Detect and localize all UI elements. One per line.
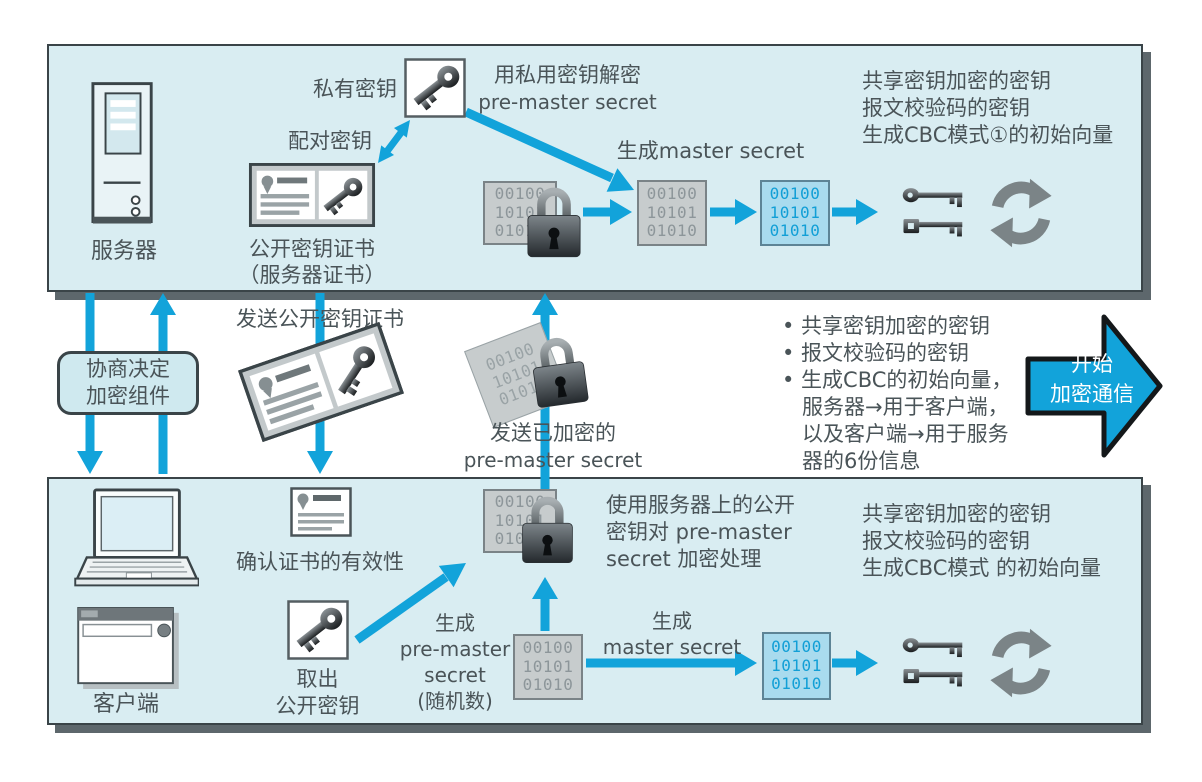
start-encrypted-comm-arrow [1025,314,1163,458]
browser-window-icon [76,607,180,689]
bullet-item: • 共享密钥加密的密钥 [782,314,991,338]
lock-icon-bottom [517,492,578,569]
extract-key-line2: 公开密钥 [275,694,360,718]
gen-line: secret [424,663,486,687]
certificate-label: 公开密钥证书 [249,237,375,261]
generate-premaster-label: 生成 pre-master secret (随机数) [382,610,528,714]
decrypt-note: 用私用密钥解密 pre-master secret [455,62,680,115]
note-line: 生成CBC模式①的初始向量 [862,123,1114,147]
bullet-continuation: 以及客户端→用于服务 [802,422,1009,446]
certificate-sublabel: （服务器证书） [238,263,386,287]
negotiate-line1: 协商决定 [86,357,170,381]
bullet-item: • 生成CBC的初始向量， [782,368,1013,392]
derived-keys-bullets: • 共享密钥加密的密钥 • 报文校验码的密钥 • 生成CBC的初始向量， 服务器… [782,313,1112,475]
gen-line: 生成 [435,611,475,635]
encrypt-with-server-key-note: 使用服务器上的公开 密钥对 pre-master secret 加密处理 [606,492,836,573]
gen-line: (随机数) [417,689,493,713]
gm-line: master secret [602,635,742,659]
refresh-icon-bottom [982,627,1060,699]
verify-certificate-label: 确认证书的有效性 [236,550,404,574]
lock-icon-middle [523,330,595,414]
decrypt-note-line2: pre-master secret [478,90,657,114]
public-key-icon [287,600,349,660]
note-line: 报文校验码的密钥 [862,529,1030,553]
paired-key-label: 配对密钥 [288,129,372,153]
bullet-item: • 报文校验码的密钥 [782,341,970,365]
gen-line: pre-master [399,637,511,661]
gm-line: 生成 [652,609,692,633]
enc-line: secret 加密处理 [606,547,762,571]
note-line: 共享密钥加密的密钥 [862,502,1051,526]
server-label: 服务器 [90,239,157,264]
send-premaster-label: 发送已加密的 pre-master secret [438,420,668,473]
note-line: 共享密钥加密的密钥 [862,69,1051,93]
server-tower-icon [90,80,158,232]
generate-master-secret-label-top: 生成master secret [616,139,805,163]
bullet-continuation: 服务器→用于客户端， [802,395,1009,419]
certificate-small-icon [290,487,352,537]
enc-line: 使用服务器上的公开 [606,493,795,517]
start-arrow-line1: 开始 [1071,352,1113,376]
key-pair-icon-bottom [902,631,966,695]
key-pair-icon-top [902,181,966,245]
bullet-continuation: 器的6份信息 [802,449,921,473]
extract-key-label: 取出 公开密钥 [230,666,405,720]
client-label: 客户端 [92,692,159,717]
note-line: 生成CBC模式 的初始向量 [862,556,1102,580]
laptop-icon [73,488,199,596]
send-premaster-line2: pre-master secret [463,448,643,472]
derived-keys-note-top: 共享密钥加密的密钥 报文校验码的密钥 生成CBC模式①的初始向量 [862,68,1154,149]
enc-line: 密钥对 pre-master [606,520,792,544]
generate-master-secret-label-bottom: 生成 master secret [598,608,746,660]
note-line: 报文校验码的密钥 [862,96,1030,120]
server-certificate-icon [248,163,376,227]
send-premaster-line1: 发送已加密的 [490,421,616,445]
refresh-icon-top [982,177,1060,249]
negotiate-line2: 加密组件 [86,384,170,408]
start-arrow-line2: 加密通信 [1050,382,1134,406]
extract-key-line1: 取出 [296,667,339,691]
negotiate-cipher-box: 协商决定 加密组件 [57,351,199,415]
lock-icon-top [522,183,586,263]
private-key-label: 私有密钥 [313,77,397,101]
sent-certificate-icon [238,322,405,443]
decrypt-note-line1: 用私用密钥解密 [494,63,641,87]
send-certificate-label: 发送公开密钥证书 [236,307,404,331]
derived-keys-note-bottom: 共享密钥加密的密钥 报文校验码的密钥 生成CBC模式 的初始向量 [862,501,1154,582]
